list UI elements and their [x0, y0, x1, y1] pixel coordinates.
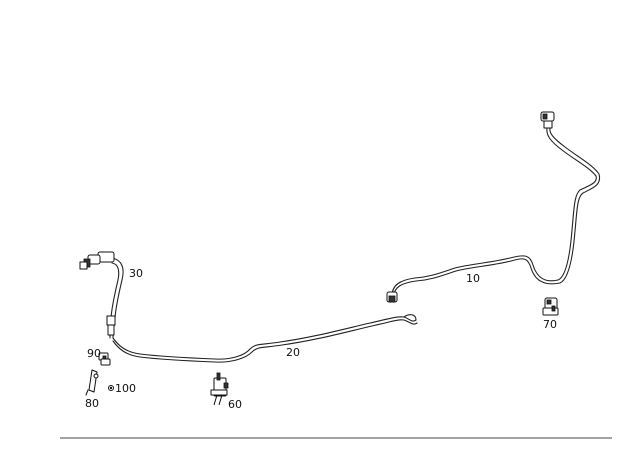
part-80-bracket: [85, 369, 99, 396]
part-100-screw: [108, 385, 114, 391]
part-60-bracket: [210, 372, 229, 406]
pipe-10: [386, 111, 601, 303]
callout-90: 90: [87, 347, 101, 360]
callout-60: 60: [228, 398, 242, 411]
callout-70: 70: [543, 318, 557, 331]
callout-80: 80: [85, 397, 99, 410]
part-90-clip: [98, 352, 111, 366]
callout-30: 30: [129, 267, 143, 280]
pipe-20: [112, 314, 418, 363]
callout-20: 20: [286, 346, 300, 359]
callout-10: 10: [466, 272, 480, 285]
pipe-30: [79, 251, 124, 339]
part-70-clip: [542, 297, 559, 316]
callout-100: 100: [115, 382, 136, 395]
